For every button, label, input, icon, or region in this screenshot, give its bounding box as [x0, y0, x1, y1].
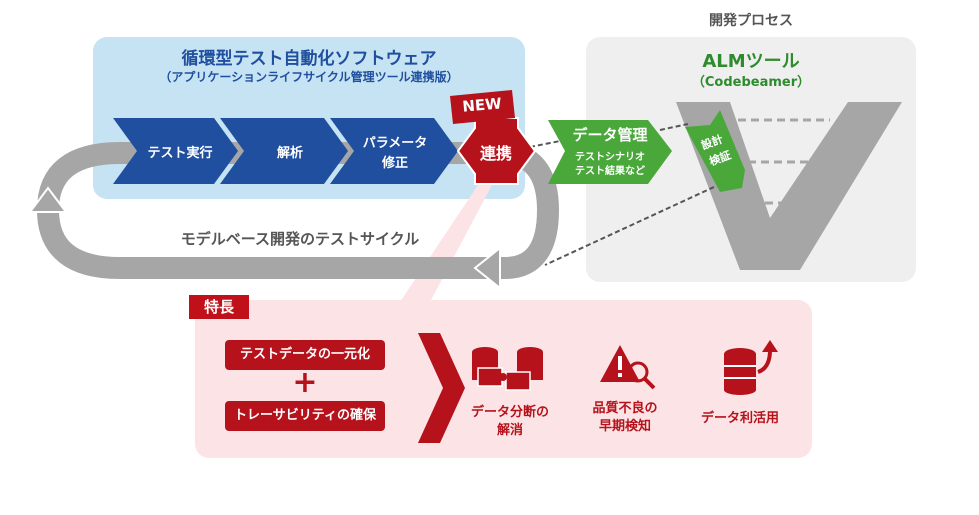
benefit-2-line1: 品質不良の	[592, 401, 658, 416]
connector-v-loop	[544, 186, 715, 266]
data-mgmt-chevron	[548, 120, 672, 184]
puzzle-database-icon	[472, 347, 543, 391]
step-chevron-3	[330, 118, 458, 184]
benefit-3-line1: データ利活用	[700, 411, 779, 426]
feature-item-1: テストデータの一元化	[225, 340, 385, 370]
warning-magnifier-icon	[600, 345, 656, 390]
connector-data-v	[659, 123, 689, 131]
v-highlight	[685, 110, 745, 192]
plus-icon: +	[292, 365, 318, 400]
cycle-arrowhead-left	[28, 186, 68, 213]
new-badge-shape	[450, 90, 515, 124]
step-label-2: 解析	[276, 146, 303, 161]
alm-title: ALMツール	[702, 51, 800, 72]
software-subtitle: （アプリケーションライフサイクル管理ツール連携版）	[159, 70, 459, 84]
benefit-1-line2: 解消	[496, 423, 523, 438]
software-title: 循環型テスト自動化ソフトウェア	[181, 49, 437, 69]
cycle-label: モデルベース開発のテストサイクル	[180, 230, 420, 248]
process-title: 開発プロセス	[709, 13, 793, 29]
step-chevron-1	[113, 118, 238, 184]
benefit-1-line1: データ分断の	[470, 405, 549, 420]
step-label-3-line1: パラメータ	[362, 136, 428, 151]
link-label: 連携	[479, 144, 512, 163]
benefit-2-line2: 早期検知	[598, 419, 651, 434]
cycle-loop	[36, 142, 560, 279]
step-label-1: テスト実行	[147, 146, 213, 161]
connector-link-data	[529, 140, 561, 148]
data-mgmt-line1: テストシナリオ	[575, 152, 645, 163]
database-growth-icon	[724, 340, 778, 395]
data-mgmt-title: データ管理	[572, 126, 648, 144]
cycle-arrowhead-bottom	[473, 245, 501, 291]
step-label-3-line2: 修正	[381, 156, 408, 171]
feature-item-2: トレーサビリティの確保	[225, 401, 385, 431]
features-tag: 特長	[189, 295, 249, 319]
features-arrow	[418, 333, 465, 443]
data-mgmt-line2: テスト結果など	[575, 166, 645, 177]
step-chevron-2	[220, 118, 348, 184]
alm-subtitle: （Codebeamer）	[691, 75, 811, 90]
